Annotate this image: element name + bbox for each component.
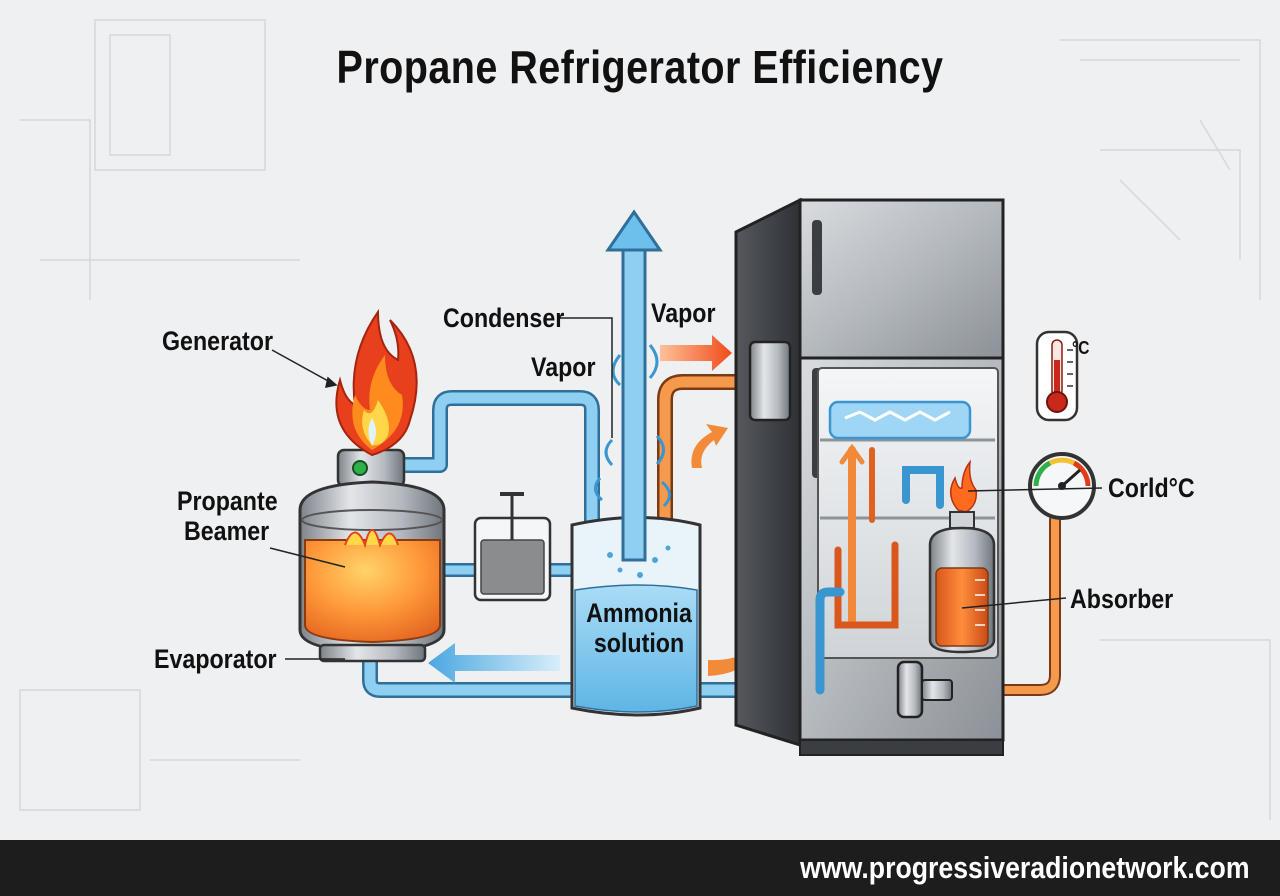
label-evaporator: Evaporator — [154, 644, 277, 674]
label-vapor-top: Vapor — [651, 298, 716, 328]
label-absorber: Absorber — [1070, 584, 1174, 614]
valve — [896, 660, 953, 719]
label-propane-beamer-line2: Beamer — [184, 516, 270, 546]
background-sketch — [19, 19, 1271, 820]
footer-url: www.progressiveradionetwork.com — [800, 850, 1250, 885]
curved-arrow-icon — [708, 612, 784, 676]
label-condenser: Condenser — [443, 303, 565, 333]
page-title: Propane Refrigerator Efficiency — [336, 41, 944, 93]
absorber-cylinder — [928, 511, 996, 654]
refrigerator — [734, 197, 1005, 756]
flame-icon — [335, 308, 418, 457]
indicator-light — [352, 460, 368, 476]
label-propane-beamer-line1: Propante — [177, 486, 278, 516]
filter-jar — [473, 492, 552, 602]
left-arrow-icon — [428, 643, 560, 683]
label-cold-gauge: Corld°C — [1108, 473, 1195, 503]
up-arrow-icon — [605, 209, 663, 252]
freezer-coil — [828, 400, 972, 440]
small-flame-icon — [949, 459, 978, 513]
label-generator: Generator — [162, 326, 273, 356]
generator-tank — [298, 448, 446, 663]
ammonia-tank — [570, 516, 702, 717]
condenser-column — [594, 209, 671, 562]
label-thermometer-unit: °C — [1072, 338, 1090, 358]
footer-bar: www.progressiveradionetwork.com — [0, 840, 1280, 896]
refrigeration-diagram — [19, 19, 1271, 820]
gauge-icon — [1028, 452, 1096, 520]
leader-lines — [269, 317, 1103, 660]
label-ammonia-line2: solution — [593, 628, 685, 658]
right-arrow-icon — [660, 335, 732, 371]
diagram-stage: Propane Refrigerator Efficiency Generato… — [19, 19, 1271, 820]
label-ammonia-line1: Ammonia — [586, 598, 692, 628]
label-vapor-mid: Vapor — [531, 352, 596, 382]
thermometer-icon — [1035, 330, 1079, 422]
